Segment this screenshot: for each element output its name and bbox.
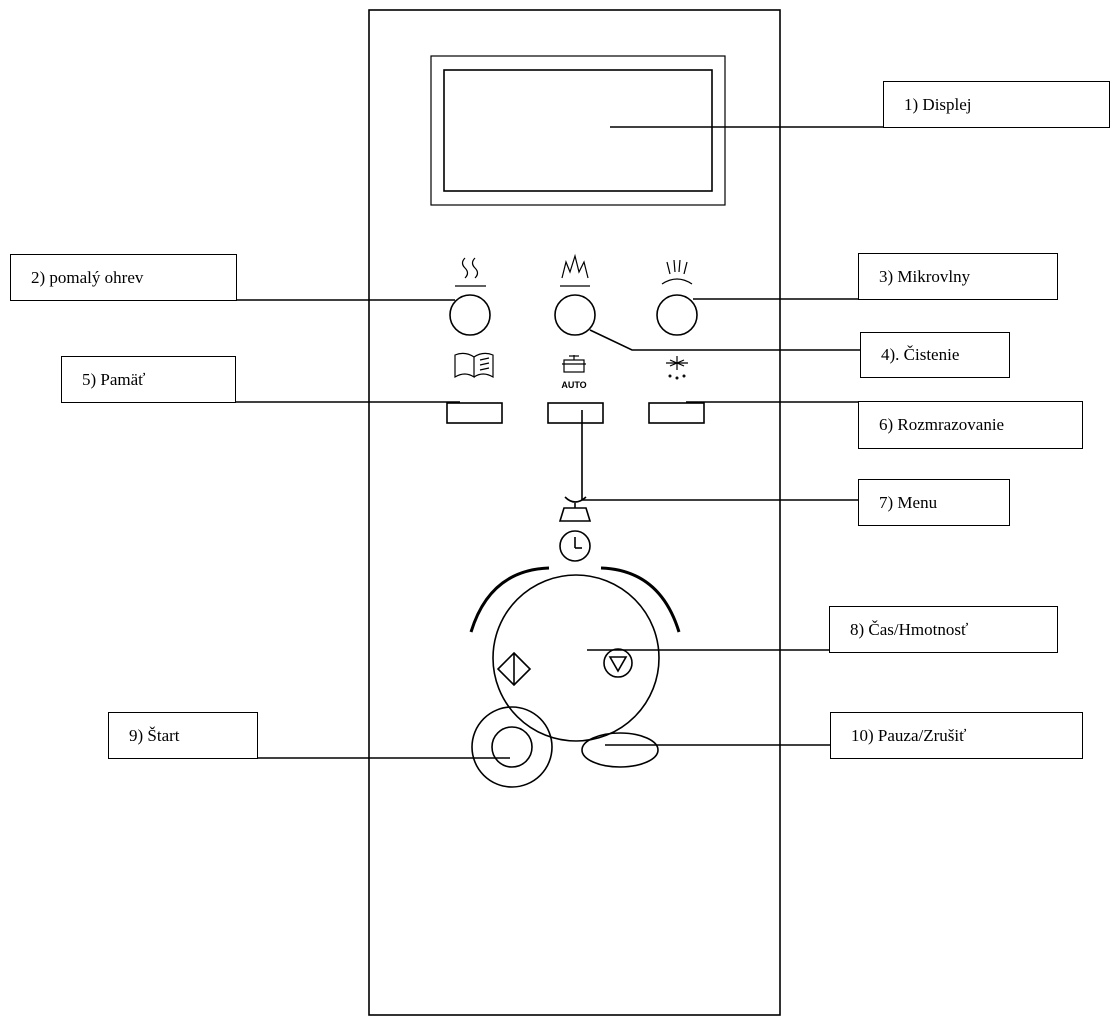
open-book-icon	[454, 352, 494, 379]
memory-button[interactable]	[446, 402, 503, 424]
callout-menu-label: 7) Menu	[879, 492, 938, 512]
callout-slow-heat-label: 2) pomalý ohrev	[31, 267, 144, 287]
callout-pause-cancel: 10) Pauza/Zrušiť	[830, 712, 1083, 759]
slow-heat-button[interactable]	[449, 294, 491, 336]
snowflake-drops-icon	[666, 356, 688, 380]
callout-display: 1) Displej	[883, 81, 1110, 128]
dial-arc	[469, 566, 681, 633]
callout-start-label: 9) Štart	[129, 725, 180, 745]
callout-slow-heat: 2) pomalý ohrev	[10, 254, 237, 301]
panel-frame	[368, 9, 781, 1016]
callout-start: 9) Štart	[108, 712, 258, 759]
spark-burst-icon	[560, 253, 590, 287]
callout-memory: 5) Pamäť	[61, 356, 236, 403]
leader-lines	[236, 126, 883, 759]
microwave-rays-icon	[661, 259, 693, 285]
callout-display-label: 1) Displej	[904, 94, 972, 114]
clock-icon	[559, 530, 591, 562]
pot-auto-icon: AUTO	[561, 355, 587, 390]
scale-icon	[558, 496, 592, 522]
triangle-stop-icon	[603, 648, 633, 678]
display-screen	[443, 69, 713, 192]
callout-microwave: 3) Mikrovlny	[858, 253, 1058, 300]
callout-microwave-label: 3) Mikrovlny	[879, 266, 971, 286]
cleaning-button[interactable]	[554, 294, 596, 336]
start-button-outer-ring	[471, 706, 553, 788]
callout-pause-cancel-label: 10) Pauza/Zrušiť	[851, 725, 967, 745]
auto-label: AUTO	[561, 380, 586, 390]
callout-menu: 7) Menu	[858, 479, 1010, 526]
callout-defrost-label: 6) Rozmrazovanie	[879, 415, 1005, 434]
pause-cancel-button[interactable]	[581, 732, 659, 768]
callout-time-weight: 8) Čas/Hmotnosť	[829, 606, 1058, 653]
defrost-button[interactable]	[648, 402, 705, 424]
leader-line-cleaning	[589, 329, 860, 351]
callout-defrost: 6) Rozmrazovanie	[858, 401, 1083, 449]
steam-waves-icon	[455, 257, 486, 287]
leader-line-menu	[581, 410, 858, 501]
callout-memory-label: 5) Pamäť	[82, 369, 146, 389]
auto-menu-button[interactable]	[547, 402, 604, 424]
callout-time-weight-label: 8) Čas/Hmotnosť	[850, 619, 969, 639]
display-frame-outer	[430, 55, 726, 206]
start-button[interactable]	[491, 726, 533, 768]
callout-cleaning-label: 4). Čistenie	[881, 345, 960, 364]
callout-cleaning: 4). Čistenie	[860, 332, 1010, 378]
diamond-start-icon	[496, 651, 532, 687]
time-weight-dial[interactable]	[492, 574, 660, 742]
microwave-button[interactable]	[656, 294, 698, 336]
